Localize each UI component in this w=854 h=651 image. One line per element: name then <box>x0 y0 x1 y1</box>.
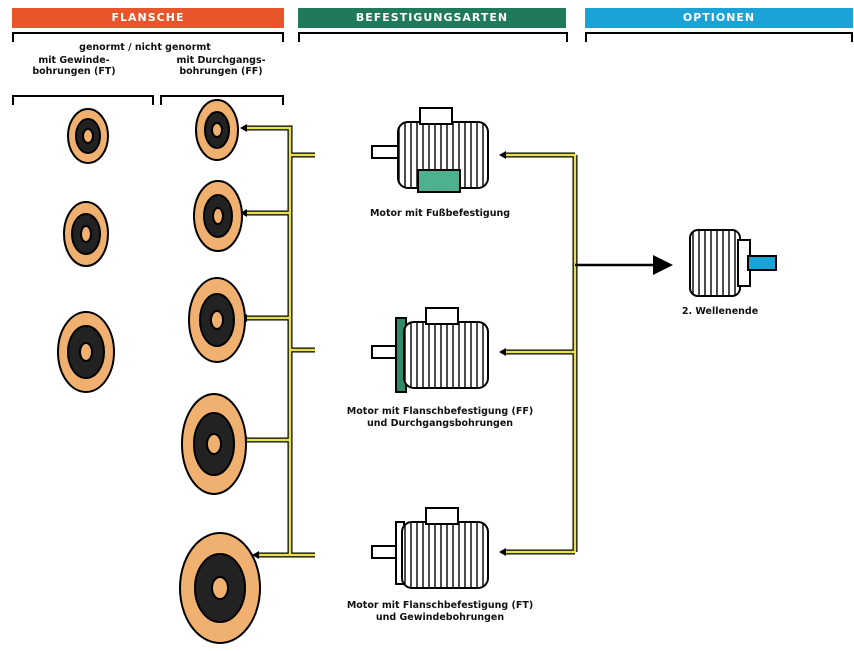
motor-label-ff-1: Motor mit Flanschbefestigung (FF) <box>346 406 534 417</box>
flange-ff-3 <box>188 277 246 363</box>
flange-ff-5 <box>179 532 261 644</box>
motor-label-ft-2: und Gewindebohrungen <box>375 612 505 623</box>
ft-label-2: bohrungen (FT) <box>32 66 116 77</box>
motor-ft-flange <box>371 507 489 589</box>
flange-ff-4 <box>181 393 247 495</box>
ff-flanges <box>179 99 261 644</box>
left-connector <box>240 124 315 559</box>
bracket-flansche <box>12 32 284 42</box>
header-optionen: OPTIONEN <box>585 8 853 28</box>
flange-ff-1 <box>195 99 239 161</box>
ft-flanges <box>57 108 115 393</box>
option-second-shaft <box>689 229 777 297</box>
flange-ft-1 <box>67 108 109 164</box>
motor-label-ft-1: Motor mit Flanschbefestigung (FT) <box>346 600 534 611</box>
option-label-second-shaft: 2. Wellenende <box>681 306 759 317</box>
motor-label-ff-2: und Durchgangsbohrungen <box>366 418 514 429</box>
flange-ft-3 <box>57 311 115 393</box>
header-befestigungsarten: BEFESTIGUNGSARTEN <box>298 8 566 28</box>
bracket-ff <box>160 95 284 105</box>
flange-group-label: genormt / nicht genormt <box>79 42 211 53</box>
motor-ff-flange <box>371 307 489 393</box>
ft-label-1: mit Gewinde- <box>38 55 110 66</box>
ff-label-2: bohrungen (FF) <box>179 66 263 77</box>
motor-foot-mounted <box>371 107 489 193</box>
bracket-optionen <box>585 32 853 42</box>
bracket-ft <box>12 95 154 105</box>
ff-label-1: mit Durchgangs- <box>176 55 266 66</box>
header-flansche: FLANSCHE <box>12 8 284 28</box>
flange-ft-2 <box>63 201 109 267</box>
bracket-befestigung <box>298 32 568 42</box>
flange-ff-2 <box>193 180 243 252</box>
motor-label-foot: Motor mit Fußbefestigung <box>369 208 511 219</box>
right-connector <box>499 151 673 556</box>
